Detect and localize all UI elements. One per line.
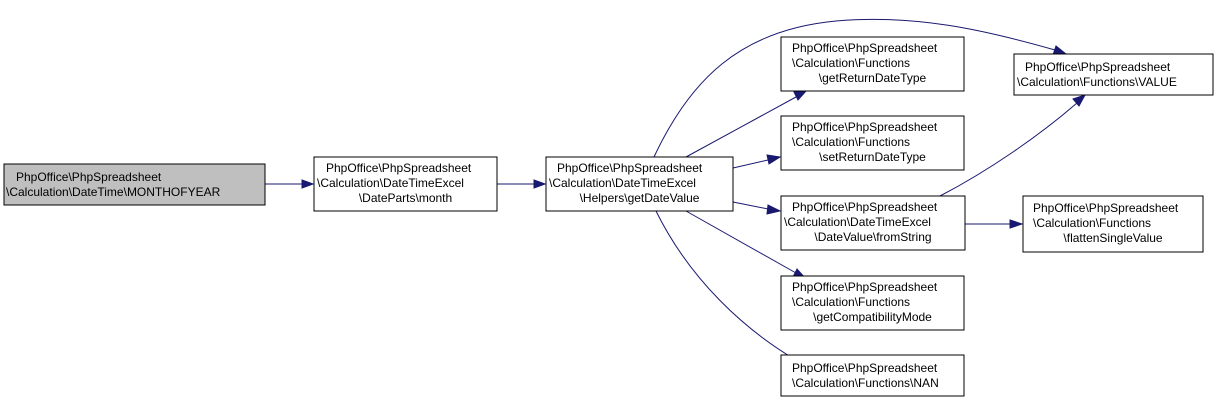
edge-arrowhead <box>766 154 782 165</box>
node-getreturndatetype[interactable]: PhpOffice\PhpSpreadsheet \Calculation\Fu… <box>780 36 965 92</box>
node-label-line: \getCompatibilityMode <box>813 310 932 324</box>
node-box <box>780 275 965 331</box>
node-label-line: PhpOffice\PhpSpreadsheet <box>1033 201 1179 215</box>
edge-getdatevalue-to-getreturndatetype <box>685 96 797 158</box>
node-label-line: \Calculation\Functions\VALUE <box>1017 75 1177 89</box>
node-label-line: \DateValue\fromString <box>814 230 931 244</box>
node-month[interactable]: PhpOffice\PhpSpreadsheet \Calculation\Da… <box>313 156 498 212</box>
node-label-line: \getReturnDateType <box>819 71 927 85</box>
node-label-line: \Calculation\Functions <box>792 135 910 149</box>
node-setreturndatetype[interactable]: PhpOffice\PhpSpreadsheet \Calculation\Fu… <box>780 115 965 171</box>
edge-arrowhead <box>301 179 315 189</box>
edge-getdatevalue-to-setreturndatetype <box>732 159 769 169</box>
node-label-line: \Calculation\Functions <box>792 56 910 70</box>
node-label-line: PhpOffice\PhpSpreadsheet <box>792 200 938 214</box>
node-label-line: \Calculation\Functions <box>792 295 910 309</box>
edge-getdatevalue-to-value <box>653 18 1056 158</box>
node-label-line: \Helpers\getDateValue <box>580 191 700 205</box>
node-label-line: \Calculation\DateTimeExcel <box>317 176 464 190</box>
node-label-line: \Calculation\DateTimeExcel <box>549 176 696 190</box>
node-getcompatibilitymode[interactable]: PhpOffice\PhpSpreadsheet \Calculation\Fu… <box>780 275 965 331</box>
node-label-line: PhpOffice\PhpSpreadsheet <box>792 280 938 294</box>
node-fromstring[interactable]: PhpOffice\PhpSpreadsheet \Calculation\Da… <box>780 195 966 251</box>
node-label-line: \Calculation\DateTime\MONTHOFYEAR <box>6 185 221 199</box>
node-box <box>1022 195 1204 253</box>
node-label-line: PhpOffice\PhpSpreadsheet <box>792 41 938 55</box>
edge-arrowhead <box>1072 94 1087 107</box>
node-label-line: \Calculation\Functions <box>1033 216 1151 230</box>
node-box <box>780 195 966 251</box>
node-flattensinglevalue[interactable]: PhpOffice\PhpSpreadsheet \Calculation\Fu… <box>1022 195 1204 253</box>
node-getdatevalue[interactable]: PhpOffice\PhpSpreadsheet \Calculation\Da… <box>545 156 734 212</box>
node-box <box>3 163 266 206</box>
edge-getdatevalue-to-getcompatibilitymode <box>685 210 797 274</box>
node-label-line: \flattenSingleValue <box>1063 231 1163 245</box>
node-label-line: PhpOffice\PhpSpreadsheet <box>557 161 703 175</box>
node-box <box>780 36 965 92</box>
edge-getdatevalue-to-fromstring <box>732 201 769 210</box>
node-label-line: \DateParts\month <box>359 191 452 205</box>
edge-arrowhead <box>793 90 808 101</box>
node-monthofyear[interactable]: PhpOffice\PhpSpreadsheet \Calculation\Da… <box>3 163 266 206</box>
node-nan[interactable]: PhpOffice\PhpSpreadsheet \Calculation\Fu… <box>780 354 965 397</box>
node-label-line: PhpOffice\PhpSpreadsheet <box>1025 60 1171 74</box>
node-label-line: \setReturnDateType <box>819 150 926 164</box>
node-label-line: PhpOffice\PhpSpreadsheet <box>326 161 472 175</box>
node-label-line: PhpOffice\PhpSpreadsheet <box>16 170 162 184</box>
edge-getdatevalue-to-nan <box>655 210 797 361</box>
node-label-line: PhpOffice\PhpSpreadsheet <box>792 120 938 134</box>
edge-fromstring-to-value <box>939 102 1078 197</box>
node-box <box>545 156 734 212</box>
node-value[interactable]: PhpOffice\PhpSpreadsheet \Calculation\Fu… <box>1013 53 1214 96</box>
node-box <box>780 115 965 171</box>
node-label-line: \Calculation\DateTimeExcel <box>784 215 931 229</box>
edge-arrowhead <box>533 179 547 189</box>
node-label-line: PhpOffice\PhpSpreadsheet <box>792 361 938 375</box>
edge-arrowhead <box>1009 219 1024 229</box>
edges <box>265 18 1087 367</box>
edge-arrowhead <box>766 204 782 215</box>
node-label-line: \Calculation\Functions\NAN <box>792 376 939 390</box>
node-box <box>313 156 498 212</box>
node-box <box>780 354 965 397</box>
node-box <box>1013 53 1214 96</box>
